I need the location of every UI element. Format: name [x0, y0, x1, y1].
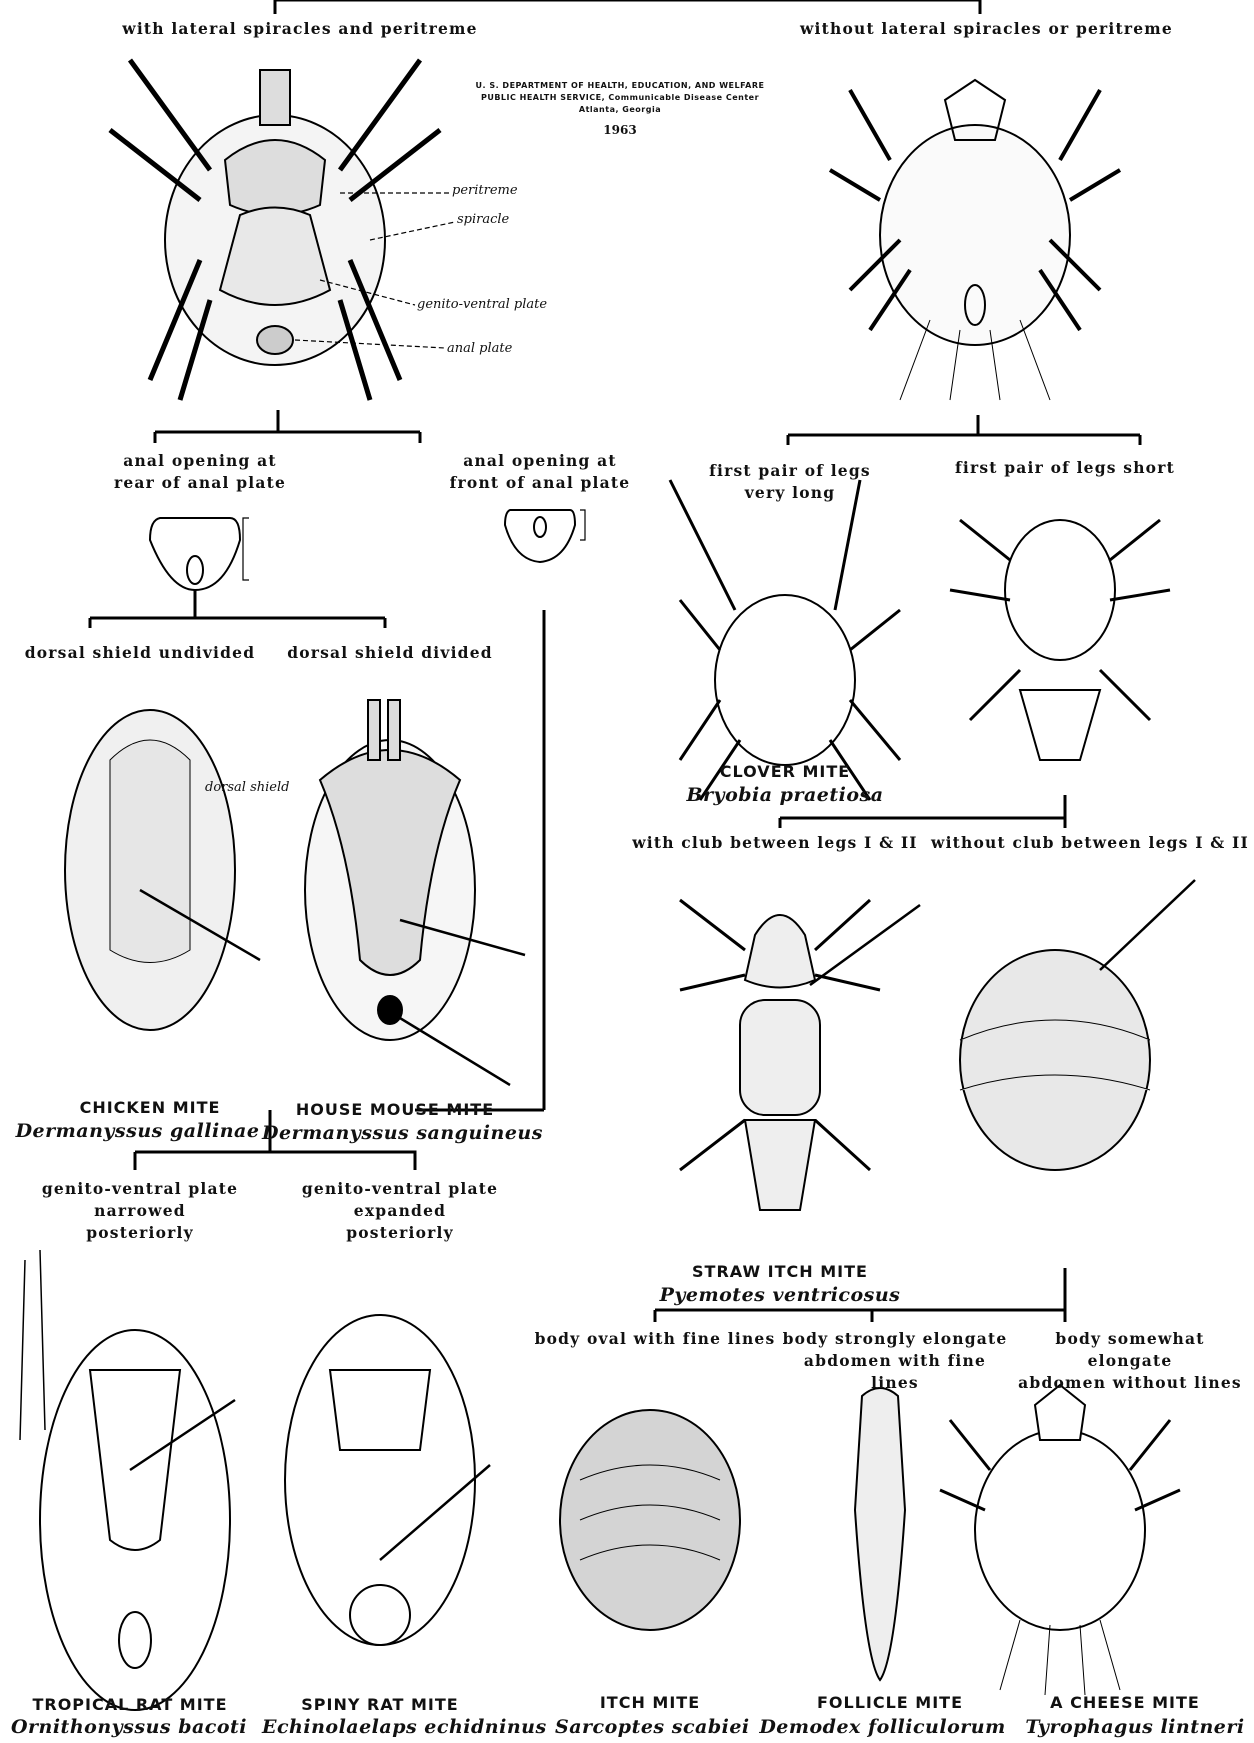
house-mouse-mite-common-name: HOUSE MOUSE MITE	[275, 1100, 515, 1119]
straw-itch-mite-illustration	[680, 900, 920, 1210]
publisher-header: U. S. DEPARTMENT OF HEALTH, EDUCATION, A…	[455, 80, 785, 136]
house-mouse-mite-illustration	[305, 700, 525, 1085]
anal-plate-front-illustration	[505, 510, 585, 562]
cheese-mite-common-name: A CHEESE MITE	[1030, 1693, 1220, 1712]
branch-gv-narrowed: genito-ventral plate narrowed posteriorl…	[40, 1178, 240, 1244]
tropical-rat-mite-scientific-name: Ornithonyssus bacoti	[0, 1716, 258, 1738]
spiny-rat-mite-illustration	[285, 1315, 490, 1645]
branch-legs-short: first pair of legs short	[950, 457, 1180, 479]
branch-body-strongly-elongate: body strongly elongate abdomen with fine…	[780, 1328, 1010, 1394]
branch-anal-front: anal opening at front of anal plate	[440, 450, 640, 494]
branch-with-club: with club between legs I & II	[625, 832, 925, 854]
label-anal-plate: anal plate	[447, 341, 512, 356]
branch-without-spiracles: without lateral spiracles or peritreme	[800, 18, 1160, 40]
follicle-mite-scientific-name: Demodex folliculorum	[755, 1716, 1010, 1738]
branch-body-oval: body oval with fine lines	[530, 1328, 780, 1350]
clover-mite-scientific-name: Bryobia praetiosa	[675, 784, 895, 806]
clover-mite-illustration	[670, 480, 900, 800]
branch-dorsal-divided: dorsal shield divided	[280, 642, 500, 664]
straw-itch-mite-common-name: STRAW ITCH MITE	[670, 1262, 890, 1281]
header-location: Atlanta, Georgia	[455, 104, 785, 116]
follicle-mite-illustration	[855, 1388, 905, 1680]
anal-plate-rear-illustration	[150, 518, 249, 590]
chicken-mite-scientific-name: Dermanyssus gallinae	[0, 1120, 275, 1142]
label-peritreme: peritreme	[452, 183, 518, 198]
tropical-rat-mite-illustration	[20, 1250, 235, 1710]
follicle-mite-common-name: FOLLICLE MITE	[790, 1693, 990, 1712]
label-dorsal-shield: dorsal shield	[205, 780, 289, 795]
branch-body-somewhat-elongate: body somewhat elongate abdomen without l…	[1010, 1328, 1250, 1394]
straw-itch-mite-scientific-name: Pyemotes ventricosus	[645, 1284, 915, 1306]
header-year: 1963	[455, 124, 785, 136]
house-mouse-mite-scientific-name: Dermanyssus sanguineus	[262, 1122, 532, 1144]
header-department: U. S. DEPARTMENT OF HEALTH, EDUCATION, A…	[455, 80, 785, 92]
spiny-rat-mite-common-name: SPINY RAT MITE	[280, 1695, 480, 1714]
itch-mite-common-name: ITCH MITE	[575, 1693, 725, 1712]
spiny-rat-mite-scientific-name: Echinolaelaps echidninus	[262, 1716, 542, 1738]
label-genito-ventral-plate: genito-ventral plate	[417, 297, 547, 312]
chicken-mite-common-name: CHICKEN MITE	[50, 1098, 250, 1117]
itch-mite-scientific-name: Sarcoptes scabiei	[555, 1716, 745, 1738]
cheese-mite-scientific-name: Tyrophagus lintneri	[1020, 1716, 1250, 1738]
tropical-rat-mite-common-name: TROPICAL RAT MITE	[10, 1695, 250, 1714]
branch-legs-long: first pair of legs very long	[690, 460, 890, 504]
short-legs-mite-illustration	[950, 520, 1170, 760]
without-club-mite-illustration	[960, 880, 1195, 1170]
clover-mite-common-name: CLOVER MITE	[685, 762, 885, 781]
top-right-mite-illustration	[830, 80, 1120, 400]
branch-without-club: without club between legs I & II	[930, 832, 1250, 854]
branch-with-spiracles: with lateral spiracles and peritreme	[120, 18, 480, 40]
branch-dorsal-undivided: dorsal shield undivided	[20, 642, 260, 664]
top-left-mite-illustration	[110, 60, 455, 400]
chicken-mite-illustration	[65, 710, 260, 1030]
cheese-mite-illustration	[940, 1385, 1180, 1695]
header-service: PUBLIC HEALTH SERVICE, Communicable Dise…	[455, 92, 785, 104]
branch-gv-expanded: genito-ventral plate expanded posteriorl…	[300, 1178, 500, 1244]
branch-anal-rear: anal opening at rear of anal plate	[100, 450, 300, 494]
itch-mite-illustration	[560, 1410, 740, 1630]
label-spiracle: spiracle	[457, 212, 509, 227]
